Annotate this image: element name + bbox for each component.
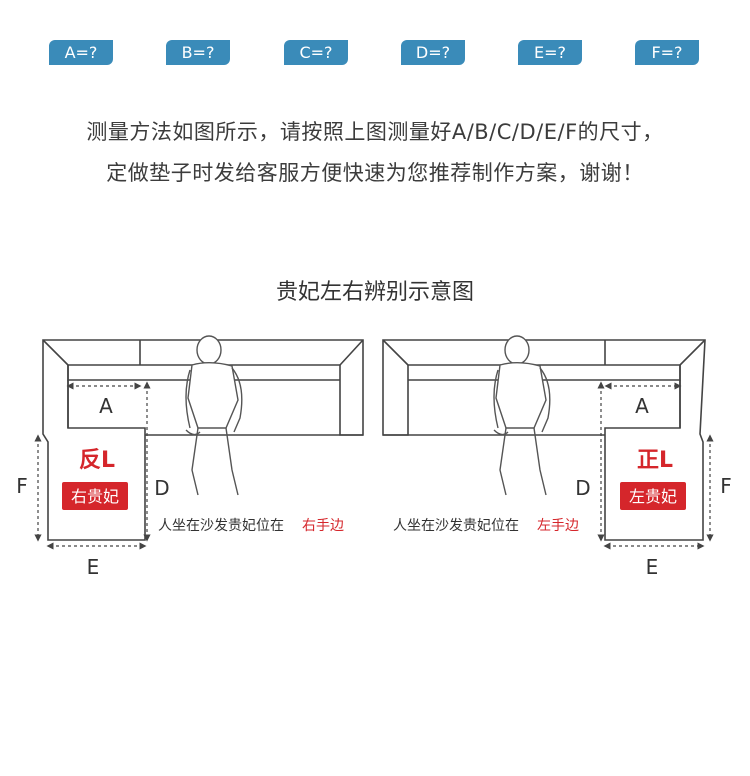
left-caption-prefix: 人坐在沙发贵妃位在 bbox=[158, 518, 284, 534]
person-icon-right bbox=[493, 335, 551, 496]
right-badge-sub: 左贵妃 bbox=[629, 487, 677, 506]
tag-e: E=? bbox=[518, 40, 582, 65]
right-caption-highlight: 左手边 bbox=[537, 518, 579, 534]
tag-f: F=? bbox=[635, 40, 699, 65]
tag-d: D=? bbox=[401, 40, 465, 65]
left-badge-main: 反L bbox=[79, 448, 115, 473]
right-label-f: F bbox=[720, 474, 732, 498]
right-label-a: A bbox=[635, 394, 649, 418]
left-label-f: F bbox=[16, 474, 28, 498]
left-badge-sub: 右贵妃 bbox=[71, 487, 119, 506]
right-label-e: E bbox=[646, 555, 659, 579]
left-label-e: E bbox=[87, 555, 100, 579]
right-dimension-lines bbox=[597, 381, 714, 550]
instruction-line-1: 测量方法如图所示，请按照上图测量好A/B/C/D/E/F的尺寸， bbox=[86, 120, 664, 144]
diagram-title: 贵妃左右辨别示意图 bbox=[275, 280, 474, 305]
instruction-line-2: 定做垫子时发给客服方便快速为您推荐制作方案，谢谢！ bbox=[106, 161, 644, 185]
left-dimension-lines bbox=[34, 381, 151, 550]
left-label-a: A bbox=[99, 394, 113, 418]
tag-c: C=? bbox=[284, 40, 348, 65]
sofa-diagram: A D E F 反L 右贵妃 人坐在沙发贵妃位在 右手边 A D E F 正L … bbox=[16, 335, 732, 579]
right-badge-box bbox=[620, 482, 686, 510]
right-badge-main: 正L bbox=[637, 448, 673, 473]
person-icon-left bbox=[185, 335, 243, 496]
left-caption-highlight: 右手边 bbox=[302, 518, 344, 534]
tag-a: A=? bbox=[49, 40, 113, 65]
left-label-d: D bbox=[154, 476, 169, 500]
left-badge-box bbox=[62, 482, 128, 510]
tag-b: B=? bbox=[166, 40, 230, 65]
right-caption-prefix: 人坐在沙发贵妃位在 bbox=[393, 518, 519, 534]
right-label-d: D bbox=[575, 476, 590, 500]
